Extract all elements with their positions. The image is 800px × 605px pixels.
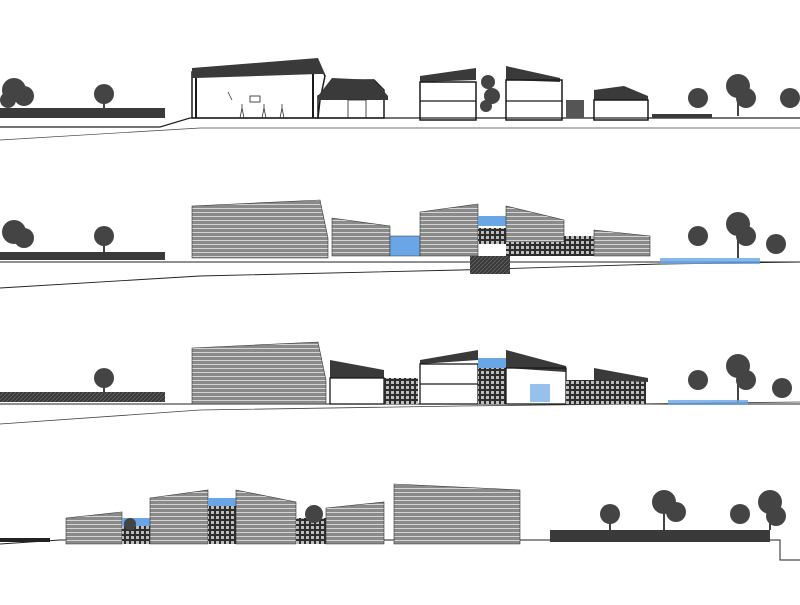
view-4-elevation (0, 483, 800, 561)
ground-line-2 (0, 261, 800, 289)
centre-elevation-2 (419, 203, 479, 257)
gym-roof-fill (192, 58, 325, 78)
view-2-elevation (0, 199, 800, 289)
centre-section-3 (420, 350, 478, 364)
gym-elevation-2 (191, 199, 329, 259)
tree-group-right-1 (688, 74, 800, 116)
pavilion-c-1 (594, 86, 648, 100)
tree-group-right-4 (600, 490, 786, 530)
gym-elevation-3 (191, 341, 327, 405)
tree-group-mid-4 (124, 505, 323, 530)
retaining-wall-4 (550, 530, 770, 542)
tree-group-right-3 (688, 354, 792, 402)
tree-group-left-2 (2, 220, 114, 252)
tree-group-right-2 (688, 212, 786, 258)
ground-line-1 (0, 117, 800, 128)
view-3-section-elevation (0, 341, 800, 425)
ground-line-3 (0, 401, 800, 425)
pavilion-a-1 (420, 68, 476, 82)
ground-slope-1 (0, 127, 800, 141)
tree-mid-1 (480, 75, 500, 112)
tree-group-left-3 (94, 368, 114, 394)
view-1-section (0, 58, 800, 141)
tree-group-left-1 (0, 78, 114, 110)
basket-hoop (249, 95, 261, 103)
figures-gym (227, 91, 285, 119)
block-a-4 (65, 511, 123, 545)
terrace-wall-1 (0, 108, 165, 118)
pavilion-b-1 (506, 66, 560, 82)
gym-elevation-4 (393, 483, 521, 545)
terrace-wall-3 (0, 392, 165, 402)
terrace-wall-2 (0, 252, 165, 260)
